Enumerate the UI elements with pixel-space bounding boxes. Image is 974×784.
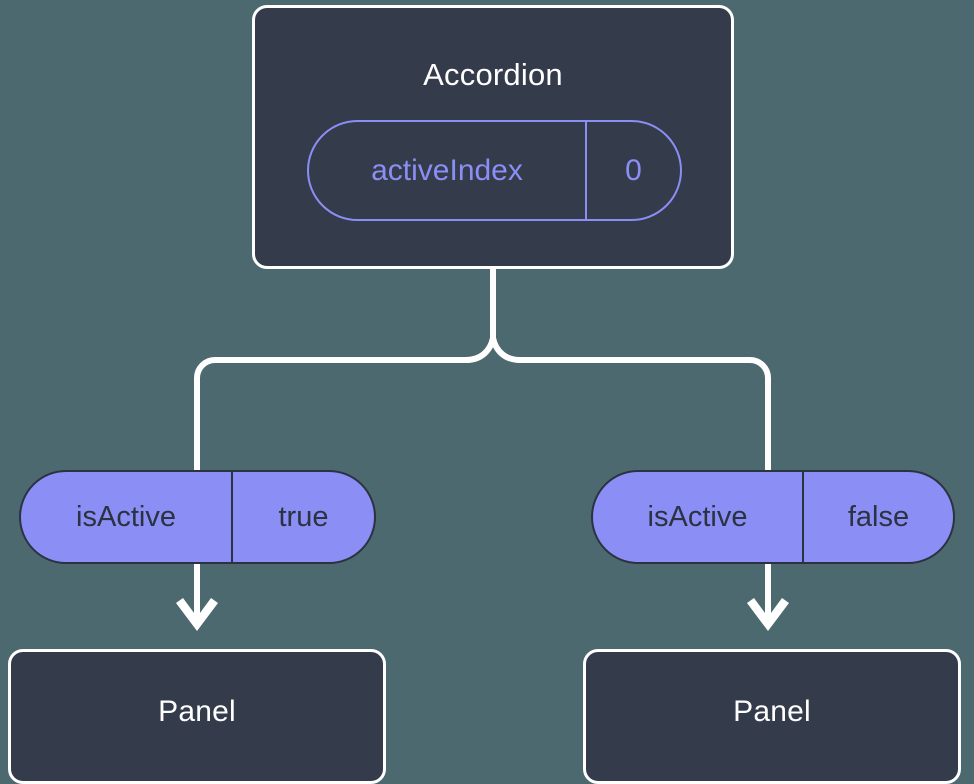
state-pill-value: 0 xyxy=(625,153,642,187)
arrow-left xyxy=(176,563,218,631)
connector-branch-left xyxy=(194,357,466,472)
component-title-panel-right: Panel xyxy=(733,695,811,728)
prop-pill-right-key: isActive xyxy=(593,472,804,562)
prop-pill-left-key: isActive xyxy=(21,472,233,562)
prop-pill-is-active-true[interactable]: isActive true xyxy=(19,470,376,564)
connector-branch-right xyxy=(520,357,771,472)
component-node-panel-right[interactable]: Panel xyxy=(583,649,961,784)
arrow-right-head xyxy=(747,598,789,631)
connector-cusp-right xyxy=(490,337,521,363)
connector-cusp-left xyxy=(465,337,496,363)
arrow-right xyxy=(747,563,789,631)
prop-pill-is-active-false[interactable]: isActive false xyxy=(591,470,955,564)
arrow-left-head xyxy=(176,598,218,631)
component-node-panel-left[interactable]: Panel xyxy=(8,649,386,784)
prop-pill-left-value: true xyxy=(278,500,329,533)
state-pill-key: activeIndex xyxy=(309,122,587,219)
component-title-panel-left: Panel xyxy=(158,695,236,728)
component-title-accordion: Accordion xyxy=(423,57,563,92)
state-pill-active-index[interactable]: activeIndex 0 xyxy=(307,120,682,221)
prop-pill-right-value: false xyxy=(847,500,910,533)
